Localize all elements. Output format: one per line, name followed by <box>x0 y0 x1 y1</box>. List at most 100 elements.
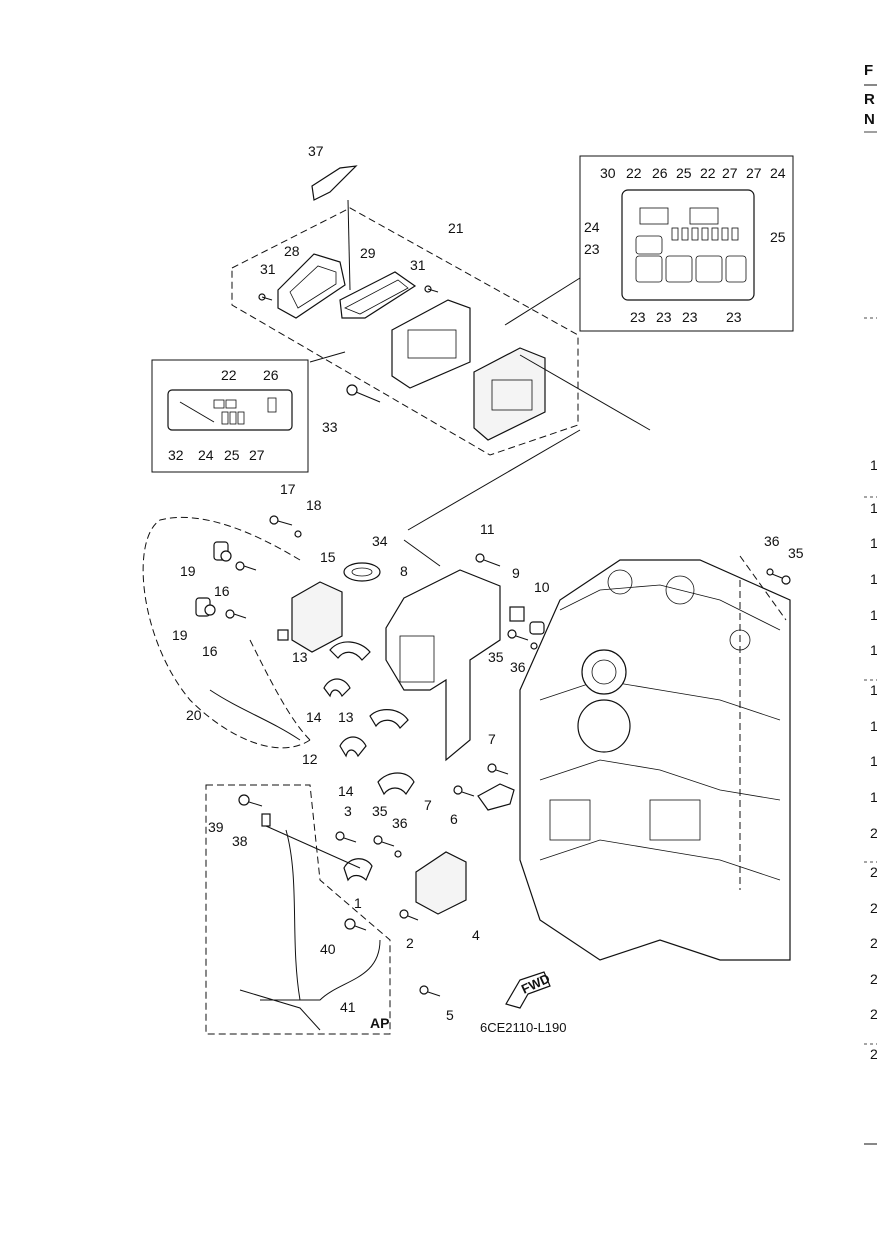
inset-right-fuse <box>671 227 679 241</box>
edge-number: 1 <box>870 718 877 734</box>
edge-letter-f: F <box>864 62 873 79</box>
callout: 21 <box>448 220 464 236</box>
bolt-33 <box>346 384 381 403</box>
washer-36a <box>530 642 538 650</box>
washer-18 <box>294 530 302 538</box>
inset-right: 30 22 26 25 22 27 27 24 24 23 25 23 23 2… <box>579 155 794 332</box>
engine-detail <box>559 584 781 631</box>
callout: 24 <box>770 165 786 181</box>
washer-36b <box>394 850 402 858</box>
engine-port <box>665 575 695 605</box>
clamp-13b <box>369 709 409 729</box>
edge-number: 2 <box>870 900 877 916</box>
callout: 25 <box>770 229 786 245</box>
clip-19a <box>213 541 232 562</box>
callout: 34 <box>372 533 388 549</box>
callout: 26 <box>263 367 279 383</box>
callout: 40 <box>320 941 336 957</box>
engine-cover <box>549 799 591 841</box>
engine-block-outline <box>519 559 791 961</box>
callout: 14 <box>338 783 354 799</box>
bracket-8-window <box>399 635 435 683</box>
callout: 35 <box>488 649 504 665</box>
edge-number: 2 <box>870 935 877 951</box>
clip-19b <box>195 597 216 617</box>
fwd-label: FWD <box>519 971 552 997</box>
callout: 9 <box>512 565 520 581</box>
leader-line <box>403 539 441 567</box>
ap-box: 39 38 40 41 AP <box>205 784 391 1035</box>
bolt-5 <box>419 985 441 997</box>
screw-31b <box>424 285 439 293</box>
leader-to-inset-right <box>504 277 581 326</box>
screw-31a <box>258 293 273 301</box>
leader-to-inset-left <box>309 351 346 363</box>
inset-left-fuse <box>225 399 237 409</box>
edge-number: 1 <box>870 789 877 805</box>
bracket-8 <box>385 569 501 762</box>
inset-right-relay <box>695 255 723 283</box>
clamp-14a <box>323 678 351 698</box>
callout: 35 <box>788 545 804 561</box>
callout: 2 <box>406 935 414 951</box>
callout: 6 <box>450 811 458 827</box>
callout: 32 <box>168 447 184 463</box>
callout: 31 <box>260 261 276 277</box>
callout: 12 <box>302 751 318 767</box>
inset-right-relay <box>689 207 719 225</box>
ecu-cover <box>277 253 346 319</box>
callout: 22 <box>700 165 716 181</box>
inset-left-fuse <box>221 411 229 425</box>
inset-left-frame <box>151 359 309 473</box>
bolt-35a <box>507 629 529 641</box>
edge-number: 2 <box>870 1046 877 1062</box>
relay-15 <box>291 581 343 653</box>
bolt-2 <box>399 909 419 921</box>
ap-dashed-frame <box>205 784 391 1035</box>
edge-number: 1 <box>870 457 877 473</box>
label-sticker <box>311 165 358 201</box>
callout: 3 <box>344 803 352 819</box>
grommet-34-inner <box>351 567 373 577</box>
relay-connector <box>277 629 289 641</box>
ecu-connector-inner <box>344 279 409 315</box>
callout: 39 <box>208 819 224 835</box>
callout: 28 <box>284 243 300 259</box>
edge-number: 1 <box>870 607 877 623</box>
washer-36c <box>766 568 774 576</box>
leader-line <box>347 199 351 291</box>
engine-cover <box>649 799 701 841</box>
edge-letter-r: R <box>864 91 875 108</box>
edge-number: 2 <box>870 825 877 841</box>
diagram-code: 6CE2110-L190 <box>480 1020 567 1035</box>
callout: 23 <box>584 241 600 257</box>
callout: 17 <box>280 481 296 497</box>
clamp-12 <box>339 736 367 758</box>
callout: 1 <box>354 895 362 911</box>
leader-ecu <box>519 354 651 431</box>
grommet-34 <box>343 562 381 582</box>
bolt-39 <box>238 794 263 807</box>
callout: 19 <box>172 627 188 643</box>
screw-16b <box>225 609 247 619</box>
callout: 27 <box>249 447 265 463</box>
callout: 36 <box>510 659 526 675</box>
cable-dashed <box>249 639 311 741</box>
callout: 19 <box>180 563 196 579</box>
callout: 11 <box>480 521 495 537</box>
right-edge-table: F R N 1 1 1 1 1 1 1 1 1 1 2 2 2 2 2 2 2 <box>864 62 877 1145</box>
inset-right-fuse <box>721 227 729 241</box>
callout: 41 <box>340 999 356 1015</box>
callout: 20 <box>186 707 202 723</box>
inset-left-fusebox <box>167 389 293 431</box>
callout: 13 <box>338 709 354 725</box>
edge-number: 1 <box>870 682 877 698</box>
callouts-top: 37 28 29 31 31 21 33 <box>260 143 464 435</box>
fwd-arrow: FWD <box>505 971 552 1009</box>
ecu-dashed-outline <box>231 207 579 456</box>
bolt-11 <box>475 553 501 567</box>
callout: 36 <box>764 533 780 549</box>
callout: 31 <box>410 257 426 273</box>
engine-flywheel-hub <box>591 659 617 685</box>
